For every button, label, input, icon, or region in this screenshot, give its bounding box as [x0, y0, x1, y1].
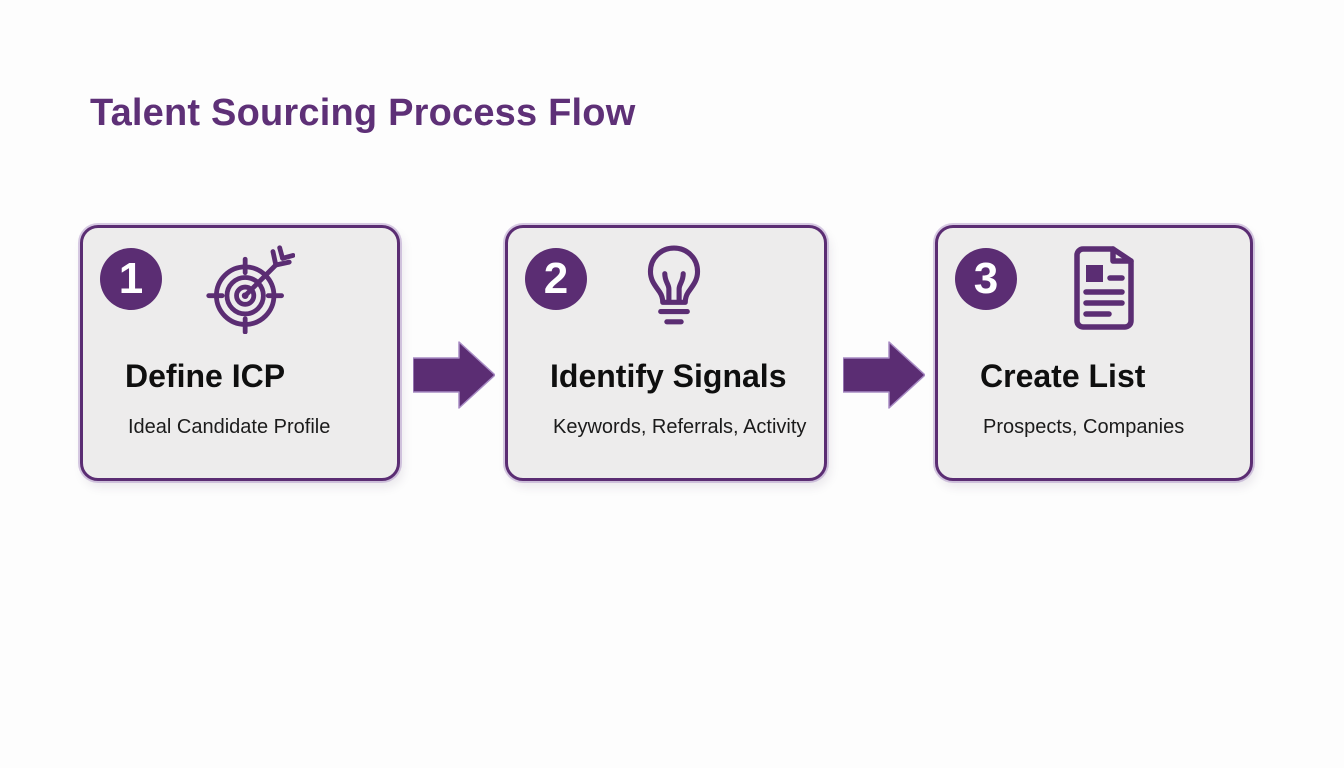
- step-number-badge: 1: [100, 248, 162, 310]
- arrow-right-icon: [412, 340, 496, 410]
- document-icon: [1056, 240, 1152, 336]
- step-card-create-list: 3 Create List Prospects, Companies: [935, 225, 1253, 481]
- arrow-right-icon: [842, 340, 926, 410]
- lightbulb-icon: [626, 240, 722, 336]
- step-subtitle: Ideal Candidate Profile: [128, 416, 331, 438]
- step-card-define-icp: 1 Define ICP Ideal Candidate Profile: [80, 225, 400, 481]
- step-title: Define ICP: [125, 358, 286, 394]
- step-title: Create List: [980, 358, 1146, 394]
- step-number-badge: 2: [525, 248, 587, 310]
- page-title: Talent Sourcing Process Flow: [90, 92, 636, 134]
- step-title: Identify Signals: [550, 358, 787, 394]
- step-subtitle: Keywords, Referrals, Activity: [553, 416, 807, 438]
- step-subtitle: Prospects, Companies: [983, 416, 1185, 438]
- target-icon: [201, 240, 297, 336]
- step-number-badge: 3: [955, 248, 1017, 310]
- step-card-identify-signals: 2 Identify Signals Keywords, Referrals, …: [505, 225, 827, 481]
